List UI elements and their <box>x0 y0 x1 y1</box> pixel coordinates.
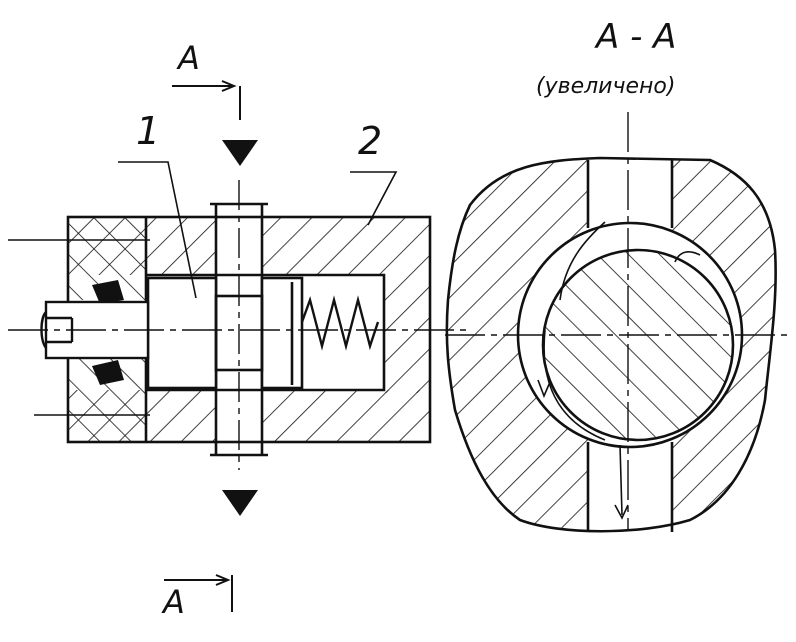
seal <box>92 280 124 385</box>
section-view <box>445 112 790 533</box>
flow-path <box>537 221 701 520</box>
center-lines <box>8 180 470 470</box>
section-arrow-label-top: A <box>178 39 200 77</box>
section-title: А - А <box>596 17 677 57</box>
part-1-label: 1 <box>136 109 161 153</box>
section-note: (увеличено) <box>536 74 676 99</box>
spring <box>300 295 380 351</box>
section-marks <box>164 80 241 612</box>
valve-spool <box>146 276 304 390</box>
adjusting-screw <box>40 300 150 360</box>
outlet-arrow-icon <box>222 490 258 516</box>
section-arrow-label-bottom: A <box>163 583 185 621</box>
part-2-label: 2 <box>358 119 383 163</box>
section-center-lines <box>445 112 790 530</box>
flow-arrows <box>222 140 258 516</box>
inlet-arrow-icon <box>222 140 258 166</box>
housing-body <box>68 217 430 442</box>
section-body-outline <box>445 156 777 533</box>
shaft-section <box>541 248 735 442</box>
longitudinal-view <box>8 80 470 612</box>
leader-lines <box>118 161 398 299</box>
